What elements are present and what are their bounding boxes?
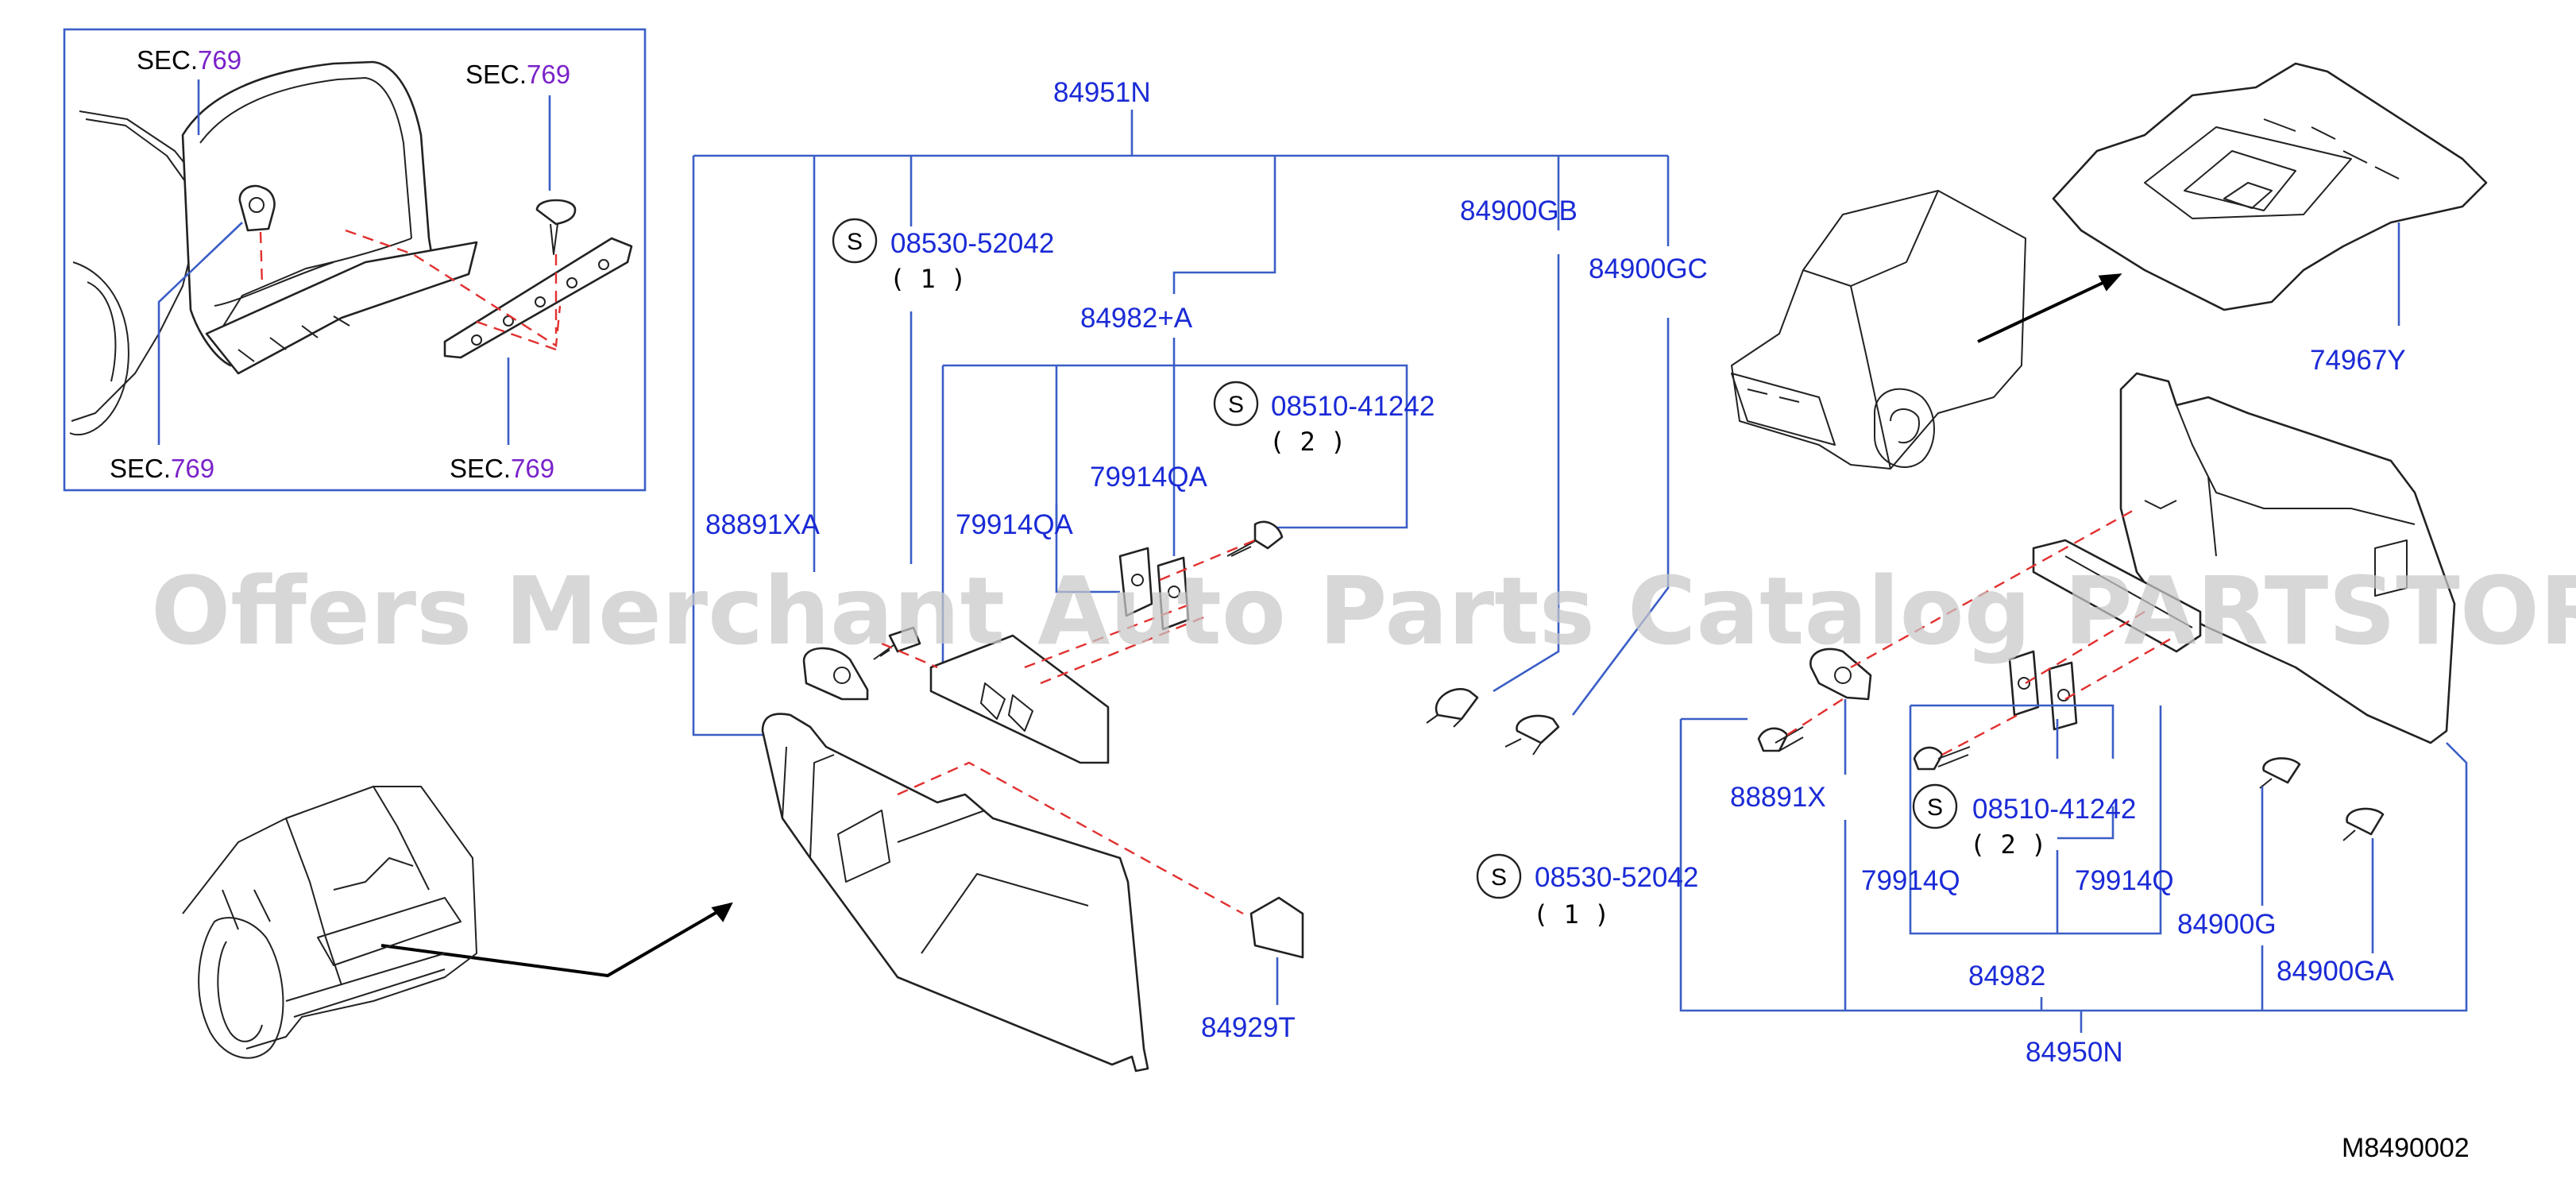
- qty-label-2-a: ( 2 ): [1269, 427, 1346, 457]
- qty-label-1-a: ( 1 ): [890, 264, 966, 294]
- part-label-08530-52042-b: 08530-52042: [1535, 862, 1698, 893]
- qty-label-2-b: ( 2 ): [1970, 829, 2046, 860]
- part-label-08510-41242-b: 08510-41242: [1972, 794, 2136, 825]
- part-label-08510-41242-a: 08510-41242: [1271, 391, 1435, 422]
- part-label-74967Y: 74967Y: [2310, 345, 2406, 376]
- s-symbol-c: S: [1927, 794, 1943, 821]
- watermark-text: Offers Merchant Auto Parts Catalog PARTS…: [151, 556, 2576, 666]
- s-symbol-a: S: [847, 229, 863, 255]
- part-label-88891XA: 88891XA: [705, 509, 821, 540]
- sec-label-top-left: SEC.769: [137, 45, 241, 75]
- s-symbol-d: S: [1491, 864, 1507, 891]
- part-label-88891X: 88891X: [1730, 782, 1826, 813]
- part-label-79914QA-right: 79914QA: [1090, 462, 1208, 493]
- part-label-84900GB: 84900GB: [1460, 195, 1578, 226]
- sec-label-bottom-left: SEC.769: [110, 454, 214, 483]
- part-label-84982A: 84982+A: [1080, 303, 1193, 334]
- part-label-08530-52042-a: 08530-52042: [890, 228, 1054, 259]
- sec-label-bottom-right: SEC.769: [450, 454, 554, 483]
- center-assembly: [380, 110, 1670, 1073]
- part-label-79914Q-right: 79914Q: [2075, 865, 2174, 896]
- floor-mat-74967Y: [2052, 62, 2488, 326]
- part-label-84951N: 84951N: [1053, 77, 1151, 108]
- s-symbol-b: S: [1228, 392, 1244, 418]
- part-label-84982: 84982: [1968, 961, 2045, 992]
- right-assembly: [1476, 372, 2468, 1033]
- part-label-84900GA: 84900GA: [2277, 956, 2395, 987]
- front-vehicle-illustration: [1731, 190, 2122, 470]
- part-label-84900G: 84900G: [2177, 909, 2277, 940]
- qty-label-1-b: ( 1 ): [1533, 899, 1609, 930]
- diagram-code: M8490002: [2342, 1133, 2470, 1163]
- inset-detail: [63, 28, 647, 492]
- sec-label-top-right: SEC.769: [465, 60, 570, 89]
- part-label-84950N: 84950N: [2026, 1037, 2123, 1068]
- part-label-84929T: 84929T: [1201, 1012, 1296, 1043]
- rear-vehicle-illustration: [182, 786, 477, 1059]
- part-label-79914Q-left: 79914Q: [1861, 865, 1960, 896]
- part-label-79914QA-left: 79914QA: [956, 509, 1074, 540]
- part-label-84900GC: 84900GC: [1589, 253, 1708, 284]
